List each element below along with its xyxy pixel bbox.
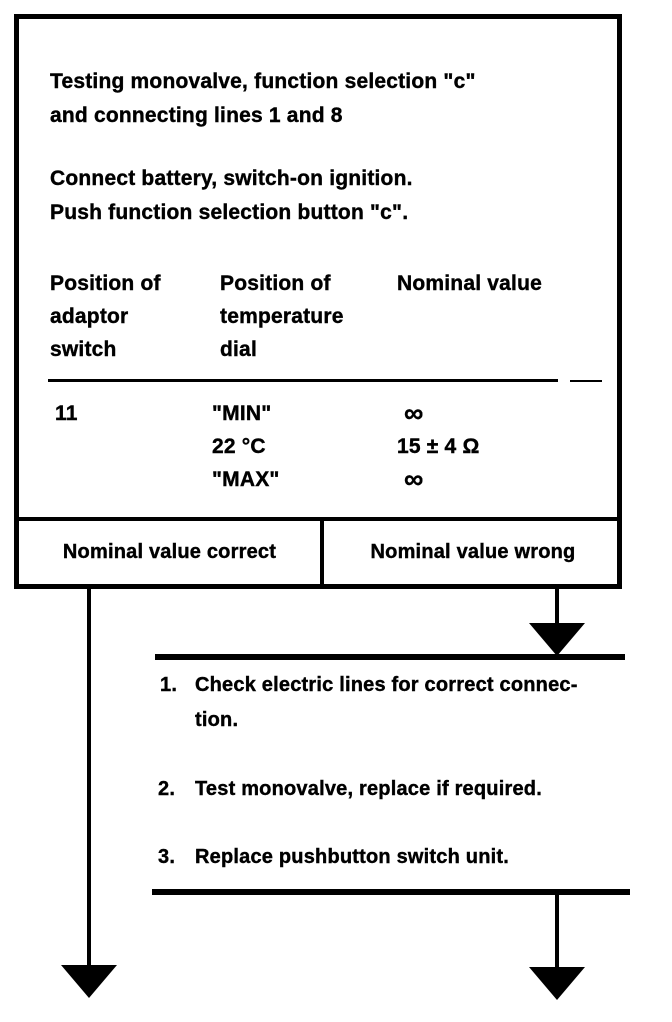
table-header-nominal-value: Nominal value: [397, 272, 542, 295]
outcome-wrong-cell: Nominal value wrong: [370, 541, 576, 563]
correct-branch-line: [87, 589, 91, 968]
list-item-number: 1.: [160, 674, 178, 696]
header-col2-line3: dial: [220, 338, 257, 361]
header-col2-line2: temperature: [220, 305, 344, 328]
cell-value-infinity-2: ∞: [404, 464, 424, 494]
test-procedure-box: [14, 14, 622, 589]
cell-dial-max: "MAX": [212, 468, 280, 491]
header-col1-line3: switch: [50, 338, 117, 361]
cell-dial-22c: 22 °C: [212, 435, 266, 458]
table-header-rule: [48, 379, 558, 382]
cell-dial-min: "MIN": [212, 402, 272, 425]
cell-value-infinity-1: ∞: [404, 398, 424, 428]
list-item-number: 3.: [158, 846, 176, 868]
list-item-text: Replace pushbutton switch unit.: [195, 846, 509, 868]
outcome-row-top-border: [14, 517, 622, 521]
list-item-number: 2.: [158, 778, 176, 800]
outcome-correct-cell: Nominal value correct: [62, 541, 277, 563]
procedure-title-line-1: Testing monovalve, function selection "c…: [50, 70, 476, 93]
table-header-rule-fragment: [570, 380, 602, 382]
remedy-list-top-rule: [155, 654, 625, 660]
wrong-branch-line: [555, 589, 559, 627]
list-item-text: tion.: [195, 709, 239, 731]
arrow-down-icon: [61, 965, 117, 998]
arrow-down-icon: [529, 623, 585, 656]
cell-value-resistance: 15 ± 4 Ω: [397, 435, 480, 458]
cell-adaptor-switch-position: 11: [55, 402, 78, 425]
header-col1-line2: adaptor: [50, 305, 129, 328]
arrow-down-icon: [529, 967, 585, 1000]
header-col2-line1: Position of: [220, 272, 331, 295]
instruction-line-1: Connect battery, switch-on ignition.: [50, 167, 413, 190]
continue-arrow-line: [555, 895, 559, 970]
header-col1-line1: Position of: [50, 272, 161, 295]
outcome-row-divider: [320, 521, 324, 584]
instruction-line-2: Push function selection button "c".: [50, 201, 409, 224]
procedure-title-line-2: and connecting lines 1 and 8: [50, 104, 343, 127]
list-item-text: Test monovalve, replace if required.: [195, 778, 542, 800]
list-item-text: Check electric lines for correct connec-: [195, 674, 578, 696]
remedy-list-bottom-rule: [152, 889, 630, 895]
